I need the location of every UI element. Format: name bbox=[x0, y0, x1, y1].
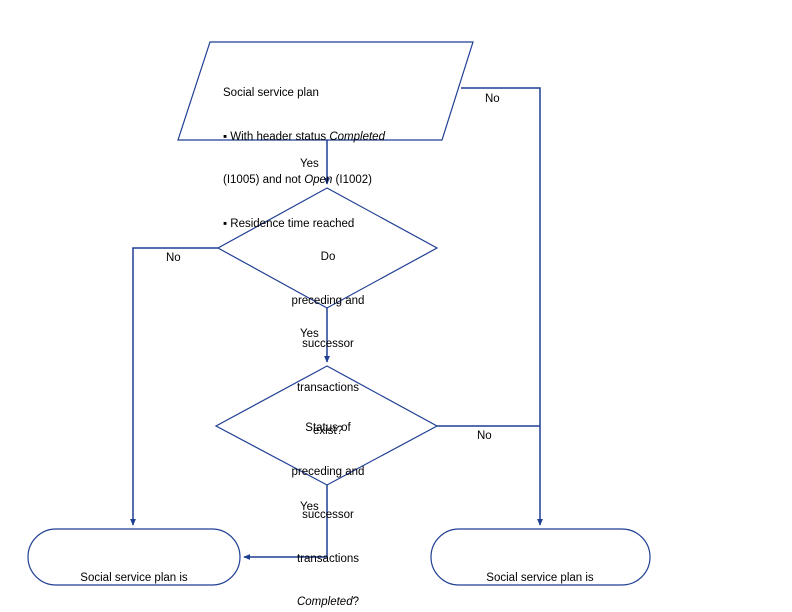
node-terminal-not-archivable-label: Social service plan is not archivable bbox=[440, 542, 640, 612]
edge-label-exist-yes: Yes bbox=[300, 328, 319, 340]
node-input-plan-shape bbox=[177, 41, 474, 141]
input-plan-line-3-post: (I1002) bbox=[332, 174, 372, 186]
edge-label-status-yes: Yes bbox=[300, 501, 319, 513]
input-plan-line-2-pre: ▪ With header status bbox=[223, 130, 330, 143]
decision-exist-line-5: exist? bbox=[312, 425, 344, 437]
input-plan-line-2: ▪ With header status Completed bbox=[223, 130, 463, 145]
edge-label-input-no: No bbox=[485, 93, 500, 105]
input-plan-line-2-italic: Completed bbox=[329, 130, 385, 143]
decision-exist-line-2: preceding and bbox=[291, 294, 365, 307]
edge-label-exist-no: No bbox=[166, 252, 181, 264]
edge-label-input-yes: Yes bbox=[300, 158, 319, 170]
edge-status-yes bbox=[243, 485, 328, 560]
node-terminal-archivable-shape bbox=[27, 528, 241, 586]
decision-exist-line-1: Do bbox=[320, 251, 336, 263]
decision-status-line-2: preceding and bbox=[291, 465, 365, 478]
input-plan-line-1: Social service plan bbox=[223, 87, 319, 99]
input-plan-line-3: (I1005) and not Open (I1002) bbox=[223, 173, 463, 188]
terminal-not-archivable-line-1: Social service plan is bbox=[486, 572, 594, 584]
node-terminal-not-archivable-shape bbox=[430, 528, 651, 586]
input-plan-line-3-pre: (I1005) and not bbox=[223, 174, 305, 186]
node-input-plan-label: Social service plan ▪ With header status… bbox=[223, 57, 463, 260]
input-plan-line-3-italic: Open bbox=[304, 174, 333, 186]
decision-status-line-1: Status of bbox=[305, 422, 351, 434]
input-plan-line-4: ▪ Residence time reached bbox=[223, 217, 355, 230]
decision-status-line-5: Completed? bbox=[272, 595, 384, 610]
decision-exist-line-3: successor bbox=[302, 338, 354, 350]
edge-exist-no bbox=[130, 247, 218, 526]
terminal-archivable-line-1: Social service plan is bbox=[80, 572, 188, 584]
node-terminal-archivable-label: Social service plan is archivable bbox=[34, 542, 234, 612]
decision-status-line-3: successor bbox=[302, 509, 354, 521]
decision-status-line-5-italic: Completed bbox=[296, 596, 353, 608]
edge-input-no bbox=[461, 87, 543, 526]
decision-status-line-5-post: ? bbox=[352, 596, 360, 608]
decision-exist-line-4: transactions bbox=[296, 381, 359, 394]
node-decision-exist-label: Do preceding and successor transactions … bbox=[272, 221, 384, 468]
node-decision-status-label: Status of preceding and successor transa… bbox=[272, 392, 384, 612]
edge-label-status-no: No bbox=[477, 430, 492, 442]
decision-status-line-4: transactions bbox=[296, 552, 359, 565]
